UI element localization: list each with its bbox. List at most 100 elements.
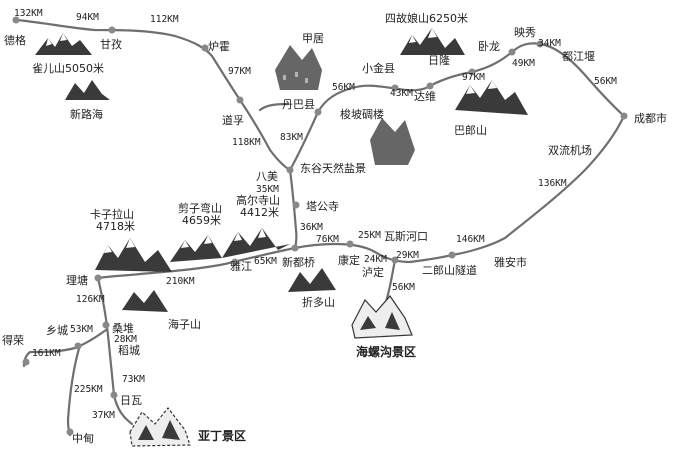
distance-riwa-yading: 37KM <box>92 410 115 421</box>
label-suopo: 梭坡碉楼 <box>340 107 384 121</box>
label-ganzi: 甘孜 <box>100 37 122 51</box>
town-dot-riwa <box>110 391 118 399</box>
label-kangding: 康定 <box>338 253 360 267</box>
label-wasikou: 瓦斯河口 <box>384 230 428 243</box>
label-derong: 得荣 <box>2 334 24 347</box>
label-dongu-salt: 东谷天然盐景 <box>300 161 366 175</box>
mountain-icon-jiaju <box>275 45 322 90</box>
label-litang: 理塘 <box>66 273 88 287</box>
mountain-icon-xinluhai <box>65 80 110 100</box>
label-kazila: 卡子拉山 <box>90 207 134 221</box>
town-dot-xinduqiao <box>291 244 299 252</box>
label-zhongdian: 中甸 <box>72 432 94 445</box>
distance-yajiang-litang: 210KM <box>166 276 195 287</box>
label-daofu: 道孚 <box>222 113 244 127</box>
distance-sangdui-xiangcheng: 53KM <box>70 324 93 335</box>
label-danba: 丹巴县 <box>282 98 315 111</box>
town-dot-sangdui <box>102 321 110 329</box>
mountain-icon-queer <box>35 33 92 55</box>
label-kazila-height: 4718米 <box>96 220 135 233</box>
town-dot-yingxiu <box>508 48 516 56</box>
town-dot-bamei <box>286 166 294 174</box>
road-litang-yading <box>96 276 134 426</box>
label-bamei: 八美 <box>256 170 278 183</box>
label-chengdu: 成都市 <box>634 111 667 125</box>
label-gaoersi-height: 4412米 <box>240 206 279 219</box>
distance-bamei-danba: 83KM <box>280 132 303 143</box>
distance-luding-hailuogou: 56KM <box>392 282 415 293</box>
distance-chengdu-yaan: 136KM <box>538 178 567 189</box>
label-jianziwan-height: 4659米 <box>182 214 221 227</box>
label-rilong: 日隆 <box>428 53 450 67</box>
distance-dege-left: 132KM <box>14 8 43 19</box>
town-dot-zhongdian <box>66 428 74 436</box>
distance-tagong-xinduqiao: 36KM <box>300 222 323 233</box>
town-dot-chengdu <box>620 112 628 120</box>
label-balang: 巴郎山 <box>454 123 487 137</box>
label-yajiang: 雅江 <box>230 259 252 273</box>
mountain-icon-jianziwan <box>170 235 222 262</box>
label-daocheng: 稻城 <box>118 344 140 357</box>
town-dot-yajiang <box>231 258 239 266</box>
label-jianziwan: 剪子弯山 <box>178 201 222 215</box>
town-dot-xiangcheng <box>74 342 82 350</box>
label-wolong: 卧龙 <box>478 40 500 53</box>
mountain-icon-haizi <box>122 290 168 312</box>
town-dot-wolong <box>468 68 476 76</box>
town-dot-dege <box>12 16 20 24</box>
mountain-icon-kazila <box>95 238 172 272</box>
town-dot-kangding <box>346 240 354 248</box>
road-yaan-xinduqiao <box>293 242 454 264</box>
label-sangdui: 桑堆 <box>112 322 134 335</box>
scenic-icon-hailuogou <box>351 295 413 339</box>
mountain-icon-gaoersi <box>222 228 290 258</box>
label-yaan: 雅安市 <box>494 255 527 269</box>
mountain-icon-zheduo <box>288 268 336 292</box>
distance-bamei-tagong: 35KM <box>256 184 279 195</box>
distance-kangding-wasikou: 25KM <box>358 230 381 241</box>
scenic-icon-yading <box>129 407 191 447</box>
label-hailuogou: 海螺沟景区 <box>356 344 416 359</box>
road-bamei-danba <box>258 102 290 112</box>
distance-xinduqiao-yajiang: 65KM <box>254 256 277 267</box>
label-tagongsi: 塔公寺 <box>306 200 339 213</box>
label-erlangshan: 二郎山隧道 <box>422 263 477 277</box>
town-dot-xiaojin <box>391 84 399 92</box>
label-xinduqiao: 新都桥 <box>282 255 315 269</box>
label-yingxiu: 映秀 <box>514 26 536 39</box>
label-dawei: 达维 <box>414 90 436 103</box>
distance-luhuo-daofu: 97KM <box>228 66 251 77</box>
label-siguniang: 四故娘山6250米 <box>385 11 468 25</box>
label-jiaju: 甲居 <box>302 32 324 45</box>
distance-erlang-luding: 29KM <box>396 250 419 261</box>
distance-labels: 132KM 94KM 112KM 97KM 118KM 83KM 35KM 56… <box>14 8 617 421</box>
road-dege-bamei <box>14 18 292 172</box>
town-markers <box>12 16 628 436</box>
mountain-labels: 雀儿山5050米 四故娘山6250米 巴郎山 卡子拉山 4718米 剪子弯山 4… <box>32 11 487 331</box>
distance-xiangcheng-derong: 161KM <box>32 348 61 359</box>
label-luhuo: 炉霍 <box>208 40 230 53</box>
distance-yingxiu-dujiangyan: 34KM <box>538 38 561 49</box>
road-xinduqiao-litang <box>96 246 297 280</box>
label-luding: 泸定 <box>362 265 384 279</box>
town-dot-ganzi <box>108 26 116 34</box>
distance-wolong-yingxiu: 49KM <box>512 58 535 69</box>
distance-xiangcheng-zhongdian: 225KM <box>74 384 103 395</box>
town-dot-litang <box>94 274 102 282</box>
mountain-icon-balang <box>455 80 528 115</box>
town-dot-dujiangyan <box>536 40 544 48</box>
label-riwa: 日瓦 <box>120 394 142 407</box>
label-xinluhai: 新路海 <box>70 107 103 121</box>
label-queer: 雀儿山5050米 <box>32 62 104 75</box>
distance-daofu-bamei: 118KM <box>232 137 261 148</box>
label-haizi: 海子山 <box>168 317 201 331</box>
distance-kangding-xinduqiao: 76KM <box>316 234 339 245</box>
town-dot-tagongsi <box>292 201 300 209</box>
mountain-illustrations <box>35 28 528 447</box>
town-dot-daofu <box>236 96 244 104</box>
town-dot-danba <box>314 108 322 116</box>
mountain-icon-siguniang <box>400 28 465 55</box>
distance-xiaojin-rilong: 43KM <box>390 88 413 99</box>
